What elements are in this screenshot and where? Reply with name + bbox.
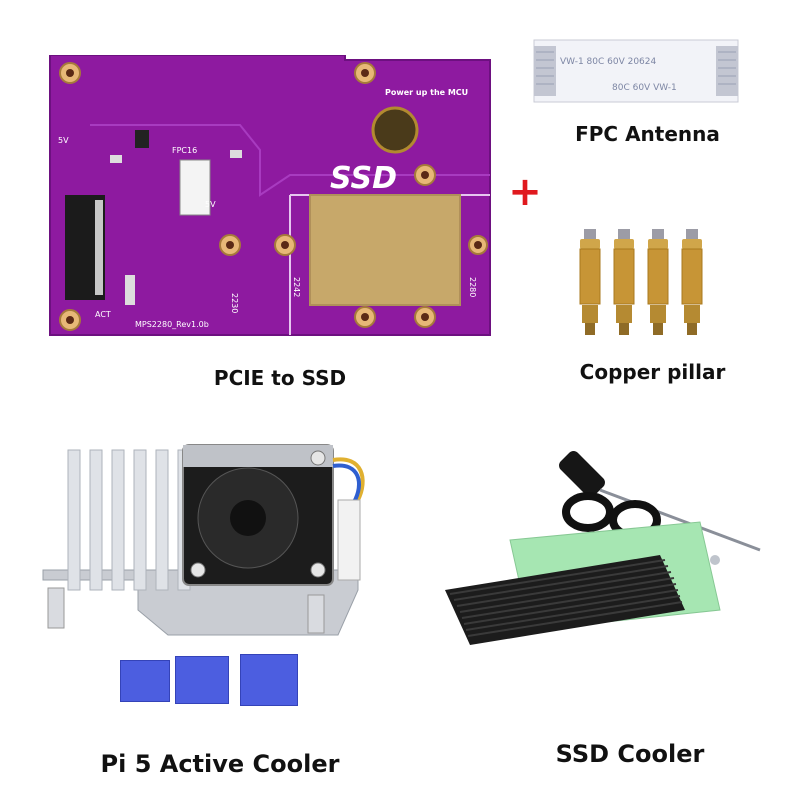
copper-pillars-image [579, 228, 703, 336]
plus-icon: + [508, 169, 542, 215]
caption-ssd-cooler: SSD Cooler [555, 740, 705, 768]
silk-size-2242: 2242 [292, 277, 301, 297]
silk-5v-mid: 5V [205, 200, 216, 209]
silk-power-note: Power up the MCU [385, 88, 468, 97]
pcie-to-ssd-board-image: Power up the MCU SSD FPC16 5V 5V ACT MPS… [49, 55, 491, 336]
caption-pcie-to-ssd: PCIE to SSD [213, 366, 347, 390]
silk-fpc-label: FPC16 [172, 146, 197, 155]
silk-size-2230: 2230 [230, 293, 239, 313]
pi5-active-cooler-image [42, 444, 365, 636]
caption-fpc-antenna: FPC Antenna [575, 122, 720, 146]
fpc-antenna-image: VW-1 80C 60V 20624 80C 60V VW-1 [533, 39, 739, 103]
fpc-cable-print-line1: VW-1 80C 60V 20624 [560, 57, 656, 67]
silk-model: MPS2280_Rev1.0b [135, 320, 209, 329]
silk-act-label: ACT [95, 310, 111, 319]
silk-ssd-label: SSD [330, 161, 397, 196]
caption-pi5-active-cooler: Pi 5 Active Cooler [100, 750, 340, 778]
fpc-cable-print-line2: 80C 60V VW-1 [612, 83, 677, 93]
ssd-cooler-image [445, 451, 761, 645]
silk-5v-left: 5V [58, 136, 69, 145]
thermal-pad [120, 660, 170, 702]
caption-copper-pillar: Copper pillar [579, 360, 726, 384]
silk-size-2280: 2280 [468, 277, 477, 297]
thermal-pad [240, 654, 298, 706]
thermal-pad [175, 656, 229, 704]
